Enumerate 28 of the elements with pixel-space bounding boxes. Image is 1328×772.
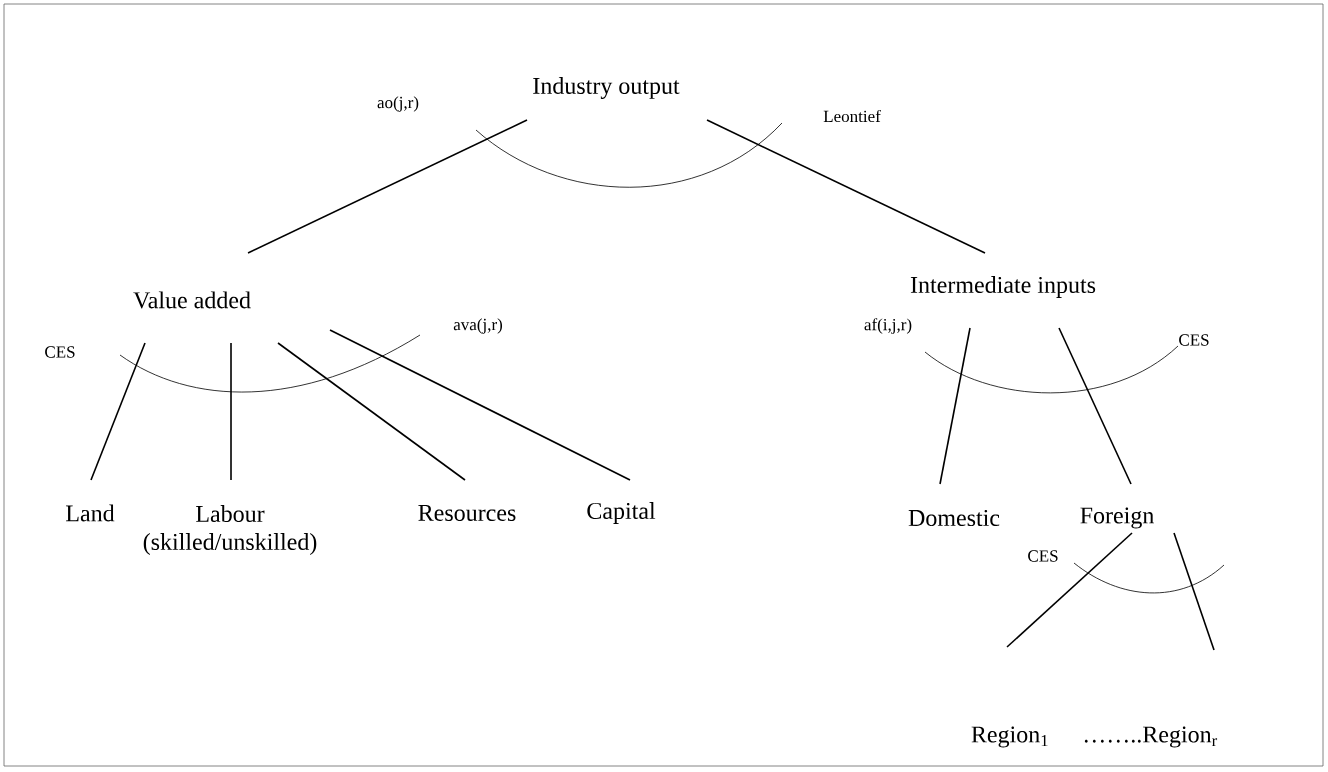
- branch-line: [329, 329, 631, 481]
- branch-line: [706, 119, 986, 254]
- parameter-label: CES: [1179, 334, 1209, 346]
- tree-label: Resources: [418, 505, 516, 521]
- parameter-label: af(i,j,r): [864, 318, 912, 334]
- parameter-label: ava(j,r): [453, 318, 503, 334]
- branch-line: [230, 342, 232, 481]
- branch-line: [247, 119, 528, 254]
- parameter-label: Leontief: [823, 109, 881, 123]
- branch-line: [277, 342, 466, 481]
- tree-label: Industry output: [533, 77, 680, 99]
- tree-label: Capital: [587, 502, 656, 524]
- parameter-label: ao(j,r): [377, 96, 419, 112]
- tree-label: ……..Region$_{r}$: [1084, 726, 1218, 748]
- tree-label: Domestic: [908, 509, 1000, 527]
- tree-label: Region$_{1}$: [971, 726, 1048, 748]
- tree-label: Intermediate inputs: [910, 276, 1096, 298]
- branch-line: [1006, 532, 1133, 648]
- tree-label: Labour (skilled/unskilled): [143, 505, 317, 555]
- branch-line: [1058, 327, 1132, 485]
- parameter-label: CES: [1028, 550, 1058, 562]
- parameter-label: CES: [45, 346, 75, 358]
- branch-line: [939, 327, 971, 485]
- branch-line: [1173, 532, 1215, 651]
- tree-label: Value added: [133, 291, 251, 309]
- tree-label: Foreign: [1080, 507, 1154, 529]
- tree-label: Land: [66, 504, 115, 522]
- branch-line: [90, 342, 146, 481]
